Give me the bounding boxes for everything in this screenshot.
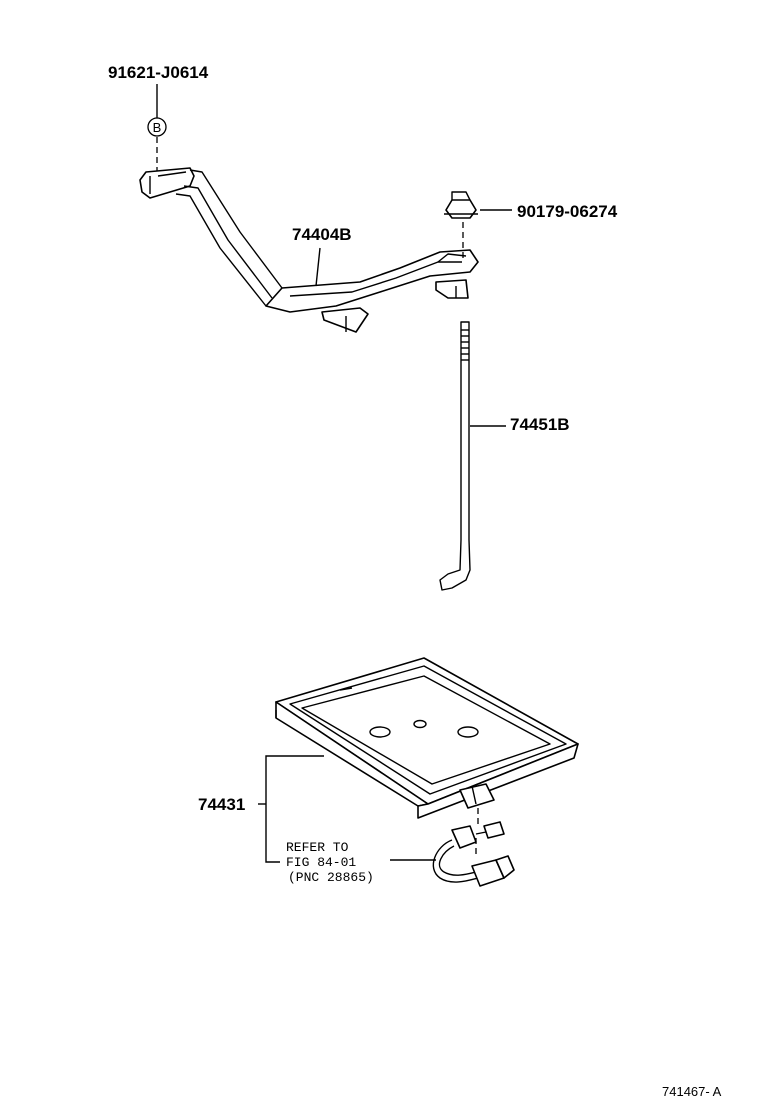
refer-line-1: REFER TO (286, 840, 349, 855)
battery-clamp (139, 167, 479, 333)
ref-circle (147, 117, 167, 137)
refer-line-2: FIG 84-01 (286, 855, 356, 870)
tray-leader-bracket (265, 755, 324, 863)
clamp-part-number: 74404B (292, 225, 352, 244)
battery-tray (275, 657, 579, 819)
ref-circle-letter: B (153, 120, 162, 135)
tray-part-number: 74431 (198, 795, 245, 814)
figure-id: 741467- A (662, 1084, 722, 1099)
rod-part-number: 74451B (510, 415, 570, 434)
clamp-leader-line (315, 247, 321, 287)
hold-down-rod (439, 321, 471, 591)
refer-line-3: (PNC 28865) (288, 870, 374, 885)
flange-nut (444, 191, 478, 219)
nut-part-number: 90179-06274 (517, 202, 618, 221)
bolt-part-number: 91621-J0614 (108, 63, 209, 82)
sensor-harness (432, 821, 515, 887)
